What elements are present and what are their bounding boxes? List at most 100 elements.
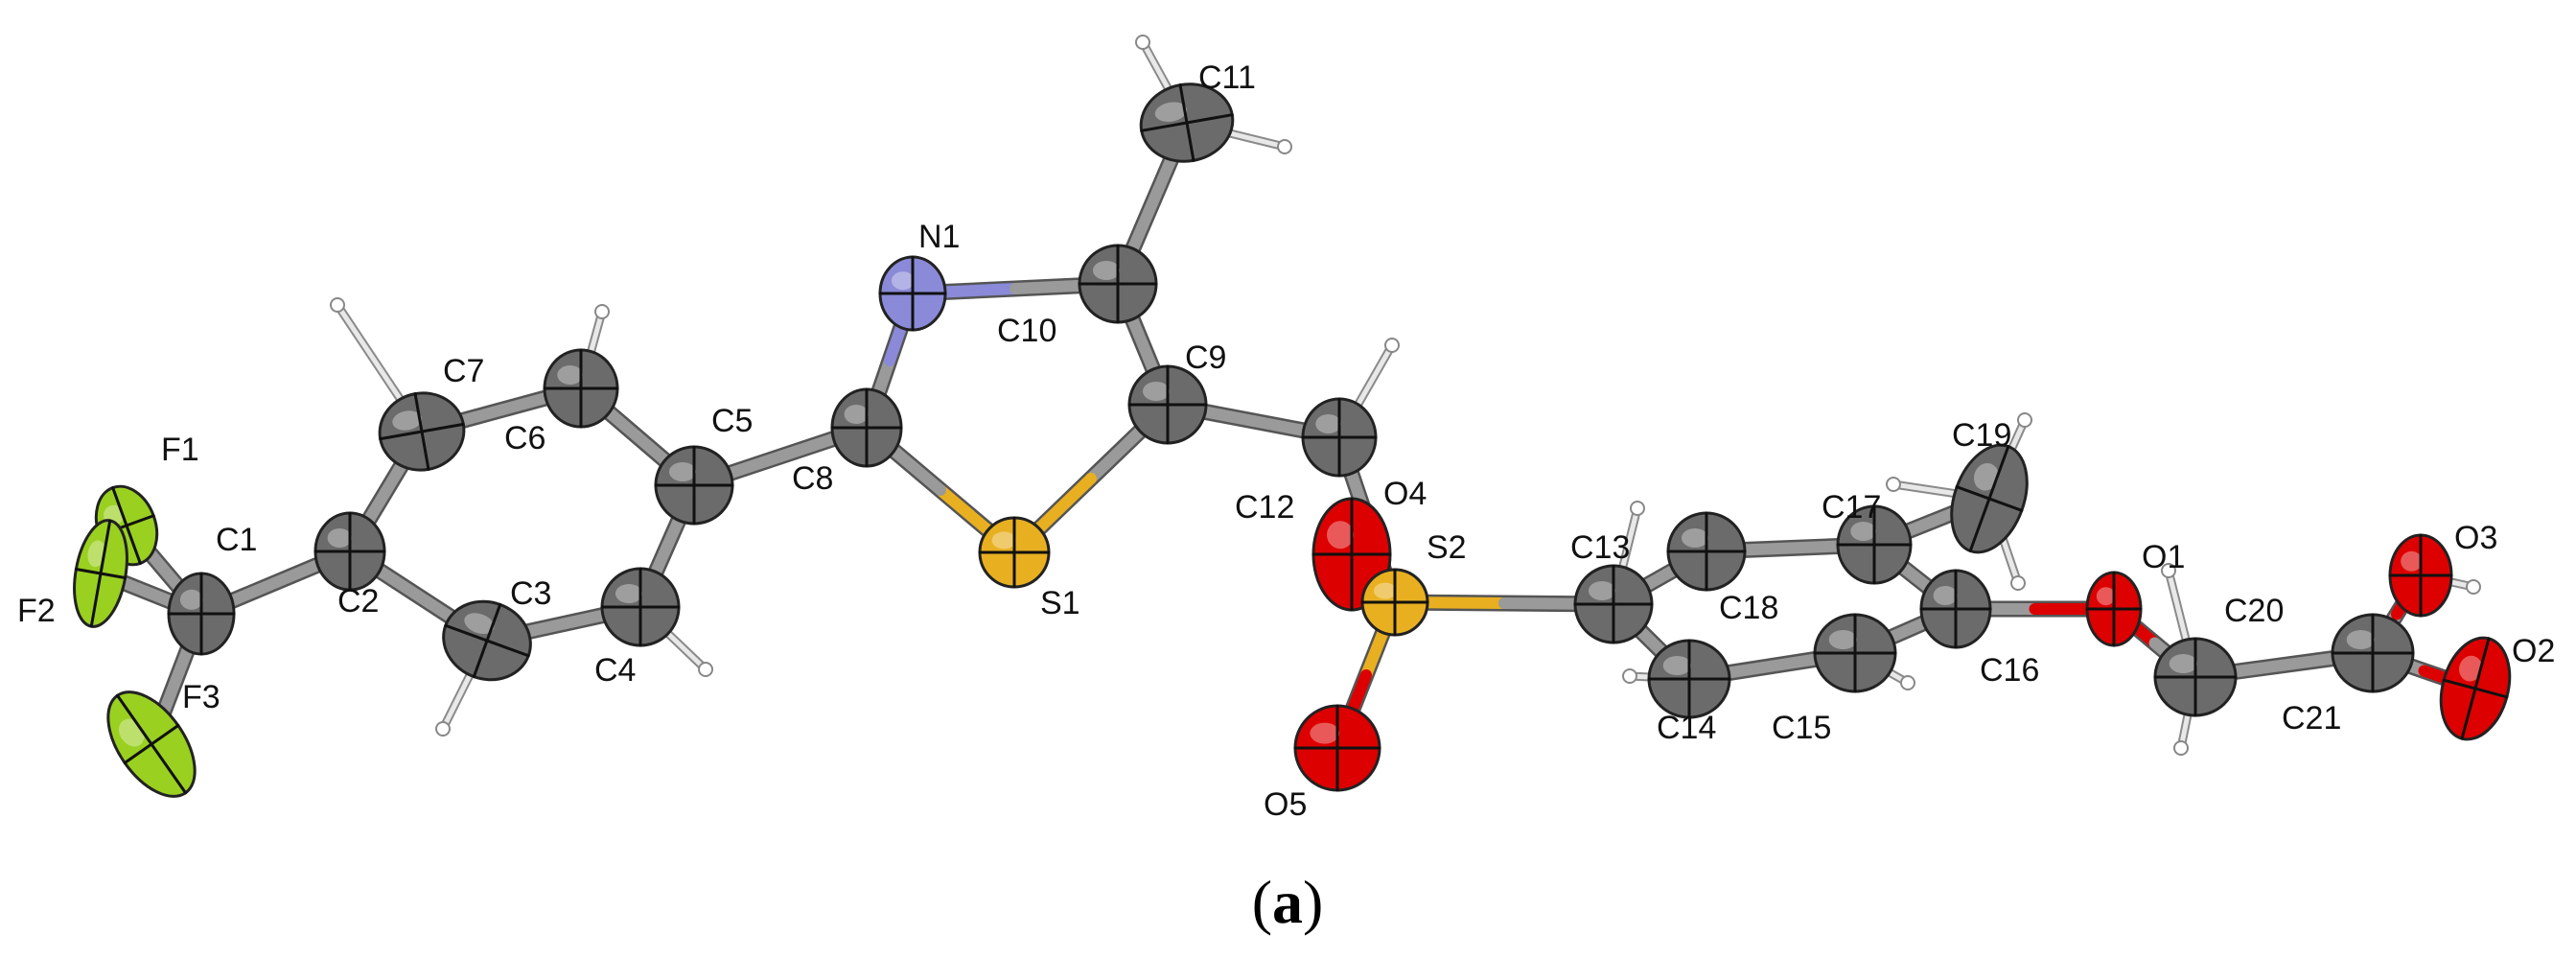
atom-label-C1: C1 — [216, 522, 257, 558]
atom-C7 — [378, 391, 466, 472]
hydrogen-atom — [1135, 35, 1150, 50]
atom-label-C8: C8 — [792, 460, 833, 497]
hydrogen-atom — [435, 721, 451, 737]
atom-C9 — [1127, 364, 1208, 445]
ellipsoid-highlight — [1327, 521, 1354, 550]
caption-letter: a — [1272, 868, 1303, 936]
atom-label-C14: C14 — [1657, 710, 1716, 746]
atom-label-C4: C4 — [594, 652, 636, 689]
ellipsoid-highlight — [2169, 654, 2198, 673]
ellipsoid-highlight — [1143, 382, 1170, 401]
atom-label-C2: C2 — [337, 583, 379, 620]
atom-label-O5: O5 — [1264, 786, 1307, 823]
atom-label-C13: C13 — [1570, 529, 1630, 566]
atom-label-O1: O1 — [2142, 539, 2185, 575]
atom-C12 — [1301, 397, 1378, 478]
ellipsoid-highlight — [1662, 656, 1692, 675]
atom-label-O2: O2 — [2512, 633, 2555, 669]
ellipsoid-highlight — [1093, 261, 1120, 280]
ellipsoid-highlight — [669, 462, 696, 481]
atom-F2 — [73, 519, 128, 628]
atom-C13 — [1573, 564, 1654, 644]
hydrogen-atom — [1622, 668, 1637, 684]
atom-C19 — [1950, 443, 2029, 554]
figure-caption: (a) — [1252, 868, 1324, 936]
hydrogen-atom — [1900, 675, 1915, 690]
atom-label-C9: C9 — [1185, 339, 1226, 376]
ellipsoid-highlight — [1315, 414, 1341, 433]
ellipsoid-highlight — [392, 410, 422, 431]
atom-C15 — [1813, 613, 1897, 693]
atom-C21 — [2331, 613, 2415, 693]
ellipsoid-highlight — [844, 405, 869, 424]
atom-label-C12: C12 — [1235, 489, 1294, 526]
atom-label-C18: C18 — [1719, 590, 1778, 626]
ellipsoid-highlight — [891, 271, 915, 291]
ellipsoid-highlight — [464, 613, 495, 635]
atom-C17 — [1836, 504, 1913, 585]
atom-F3 — [106, 690, 197, 798]
atom-label-C15: C15 — [1772, 710, 1831, 746]
ellipsoid-highlight — [615, 584, 642, 603]
atom-C16 — [1919, 569, 1992, 649]
atom-C18 — [1666, 511, 1747, 592]
hydrogen-atom — [2017, 412, 2032, 428]
principal-axis-y — [1968, 444, 2010, 553]
ellipsoid-highlight — [2346, 630, 2376, 649]
ellipsoid-highlight — [1933, 586, 1958, 605]
atom-C2 — [313, 511, 386, 592]
ellipsoid-highlight — [327, 528, 352, 548]
ellipsoid-highlight — [1310, 722, 1340, 744]
atom-C20 — [2153, 637, 2238, 717]
principal-axis-y — [89, 519, 112, 628]
hydrogen-atom — [1630, 501, 1645, 516]
atom-C1 — [167, 572, 236, 656]
ellipsoid-highlight — [991, 531, 1016, 550]
atom-N1 — [878, 255, 947, 332]
hydrogen-atom — [1384, 338, 1400, 353]
ellipsoid-highlight — [87, 540, 106, 568]
atom-O5 — [1293, 704, 1381, 792]
atom-label-C5: C5 — [711, 403, 753, 439]
atom-label-C6: C6 — [504, 420, 545, 456]
hydrogen-atom — [1886, 477, 1901, 492]
atom-label-C19: C19 — [1952, 417, 2011, 454]
atom-label-C20: C20 — [2224, 593, 2284, 629]
atom-label-S2: S2 — [1427, 529, 1467, 566]
ellipsoid-highlight — [1682, 528, 1708, 548]
hydrogen-atom — [2173, 740, 2189, 756]
hydrogen-atom — [1277, 139, 1292, 154]
atom-label-C10: C10 — [997, 313, 1056, 349]
hydrogen-atom — [2466, 579, 2481, 595]
atom-C8 — [830, 387, 903, 468]
atom-C5 — [654, 445, 734, 526]
atom-C4 — [600, 567, 681, 647]
atom-label-F2: F2 — [17, 593, 56, 629]
ellipsoid-highlight — [1589, 581, 1615, 600]
ellipsoid-highlight — [2096, 587, 2116, 606]
atom-label-F3: F3 — [182, 679, 220, 715]
atom-C11 — [1139, 82, 1235, 163]
ellipsoid-highlight — [1373, 582, 1397, 599]
atom-label-C11: C11 — [1198, 59, 1256, 96]
atom-label-C17: C17 — [1822, 489, 1881, 526]
hydrogen-atom — [2161, 563, 2176, 578]
atom-S1 — [978, 516, 1051, 589]
ellipsoid-highlight — [1973, 462, 1999, 491]
caption-open: ( — [1252, 868, 1272, 936]
principal-axis-y — [115, 693, 188, 795]
atom-label-F1: F1 — [161, 432, 199, 468]
ellipsoid-highlight — [557, 365, 583, 385]
atom-C10 — [1078, 244, 1158, 324]
atom-C6 — [543, 348, 619, 429]
caption-close: ) — [1303, 868, 1323, 936]
ellipsoid-highlight — [2401, 550, 2423, 572]
atom-label-O3: O3 — [2454, 520, 2497, 556]
atom-label-C3: C3 — [510, 575, 551, 612]
hydrogen-atom — [2010, 575, 2026, 591]
atom-label-N1: N1 — [918, 219, 960, 255]
atom-O2 — [2439, 636, 2512, 741]
ellipsoid-highlight — [1154, 102, 1188, 122]
atom-layer — [73, 82, 2512, 798]
